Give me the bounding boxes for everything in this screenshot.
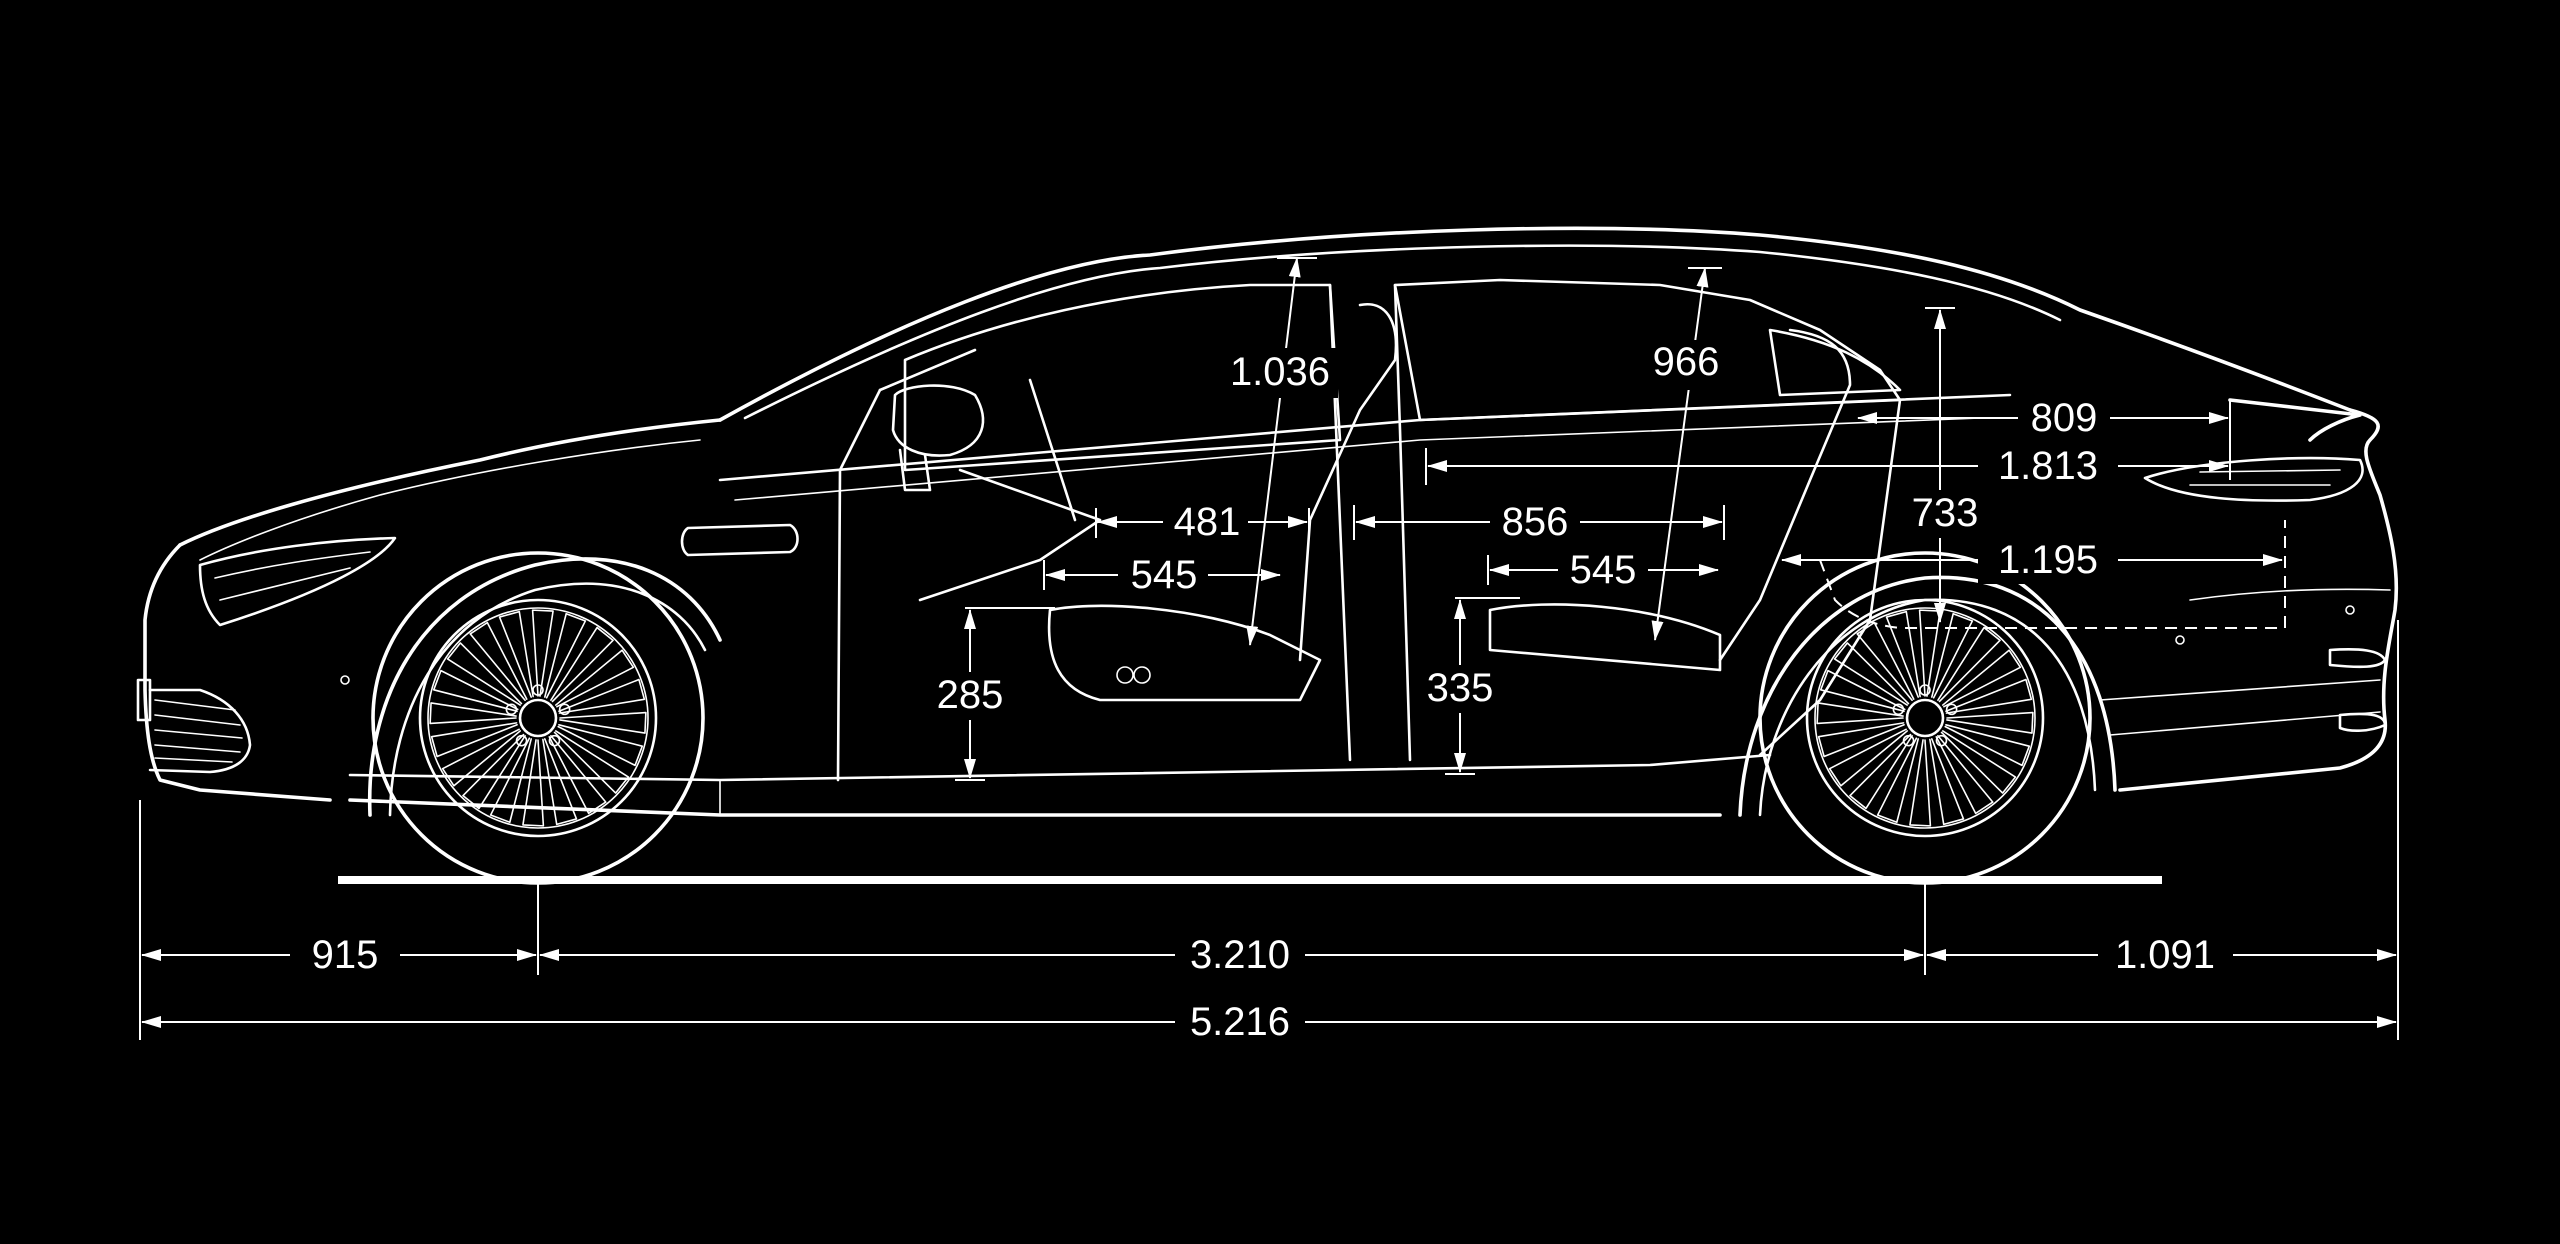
wheel-spoke xyxy=(489,737,533,824)
lug-nut xyxy=(505,703,518,716)
wheel-spoke xyxy=(550,626,614,703)
wheel-spoke xyxy=(462,733,526,810)
wheel-spoke xyxy=(430,722,518,758)
wheel-spoke xyxy=(553,730,630,794)
wheel-spoke xyxy=(557,723,644,767)
wheel-spoke xyxy=(1946,711,2034,734)
dim-front-headroom: 1.036 xyxy=(1230,350,1330,394)
lug-nut xyxy=(558,703,571,716)
car-body-outline xyxy=(136,226,2399,817)
wheel-spoke xyxy=(558,678,646,714)
wheel-spoke xyxy=(559,711,647,734)
dim-trunk-length-floor: 1.195 xyxy=(1998,538,2098,582)
rear-wheel xyxy=(1758,551,2092,885)
wheel-spoke xyxy=(441,728,522,787)
trunk-dimensions: 809 1.813 733 1.195 xyxy=(1425,307,2286,629)
wheel-spoke xyxy=(1816,702,1904,725)
dim-trunk-length-total: 1.813 xyxy=(1998,444,2098,488)
wheel-spoke xyxy=(1856,621,1915,702)
dim-rear-legroom: 856 xyxy=(1502,500,1569,544)
wheel-spoke xyxy=(1817,722,1905,758)
exterior-dimensions: 915 3.210 1.091 5.216 xyxy=(139,620,2399,1047)
wheel-spoke xyxy=(429,702,517,725)
dim-rear-overhang: 1.091 xyxy=(2115,933,2215,977)
wheel-spoke xyxy=(531,609,554,697)
dim-wheelbase: 3.210 xyxy=(1190,933,1290,977)
lug-nut xyxy=(515,734,528,747)
dim-trunk-length-upper: 809 xyxy=(2031,396,2098,440)
wheel-spoke xyxy=(1918,609,1941,697)
dim-overall-length: 5.216 xyxy=(1190,1000,1290,1044)
wheel-spoke xyxy=(1849,733,1913,810)
wheel-spoke xyxy=(469,621,528,702)
wheel-spoke xyxy=(1828,728,1908,787)
wheel-spoke xyxy=(1909,739,1932,827)
dim-front-seat-depth: 545 xyxy=(1131,553,1198,597)
wheel-spoke xyxy=(1833,642,1910,706)
lug-nut xyxy=(532,684,544,696)
wheel-spoke xyxy=(1876,737,1919,824)
dim-rear-seat-depth: 545 xyxy=(1570,548,1637,592)
dim-front-legroom: 481 xyxy=(1174,500,1241,544)
wheel-spoke xyxy=(542,738,578,826)
wheel-spoke xyxy=(1931,612,1974,699)
lug-nut xyxy=(1902,734,1915,747)
lug-nut xyxy=(1935,734,1948,747)
lug-nut xyxy=(1919,684,1931,696)
wheel-spoke xyxy=(554,649,635,708)
interior-dimensions: 1.036 966 481 545 285 856 545 xyxy=(925,257,1730,781)
wheel-spoke xyxy=(548,734,607,815)
wheel-spoke xyxy=(1937,626,2001,703)
front-wheel xyxy=(371,551,705,885)
wheel-spoke xyxy=(1945,678,2033,714)
wheel-spoke xyxy=(1929,738,1965,826)
dim-rear-headroom: 966 xyxy=(1653,340,1720,384)
lug-nut xyxy=(1892,703,1905,716)
wheel-spoke xyxy=(498,610,534,698)
wheel-spoke xyxy=(1940,730,2017,794)
wheel-spoke xyxy=(543,612,587,699)
wheel-spoke xyxy=(1885,610,1921,698)
dim-front-seat-height: 285 xyxy=(937,673,1004,717)
wheel-spoke xyxy=(432,669,519,713)
wheel-spoke xyxy=(446,642,523,706)
wheel-spoke xyxy=(1819,669,1906,713)
wheel-spoke xyxy=(1935,734,1994,815)
wheel-spoke xyxy=(1942,649,2022,708)
dim-rear-seat-height: 335 xyxy=(1427,666,1494,710)
dim-front-overhang: 915 xyxy=(312,933,379,977)
lug-nut xyxy=(548,734,561,747)
dim-trunk-height: 733 xyxy=(1912,491,1979,535)
wheel-spoke xyxy=(1944,723,2031,767)
wheel-spoke xyxy=(522,739,545,827)
lug-nut xyxy=(1945,703,1958,716)
